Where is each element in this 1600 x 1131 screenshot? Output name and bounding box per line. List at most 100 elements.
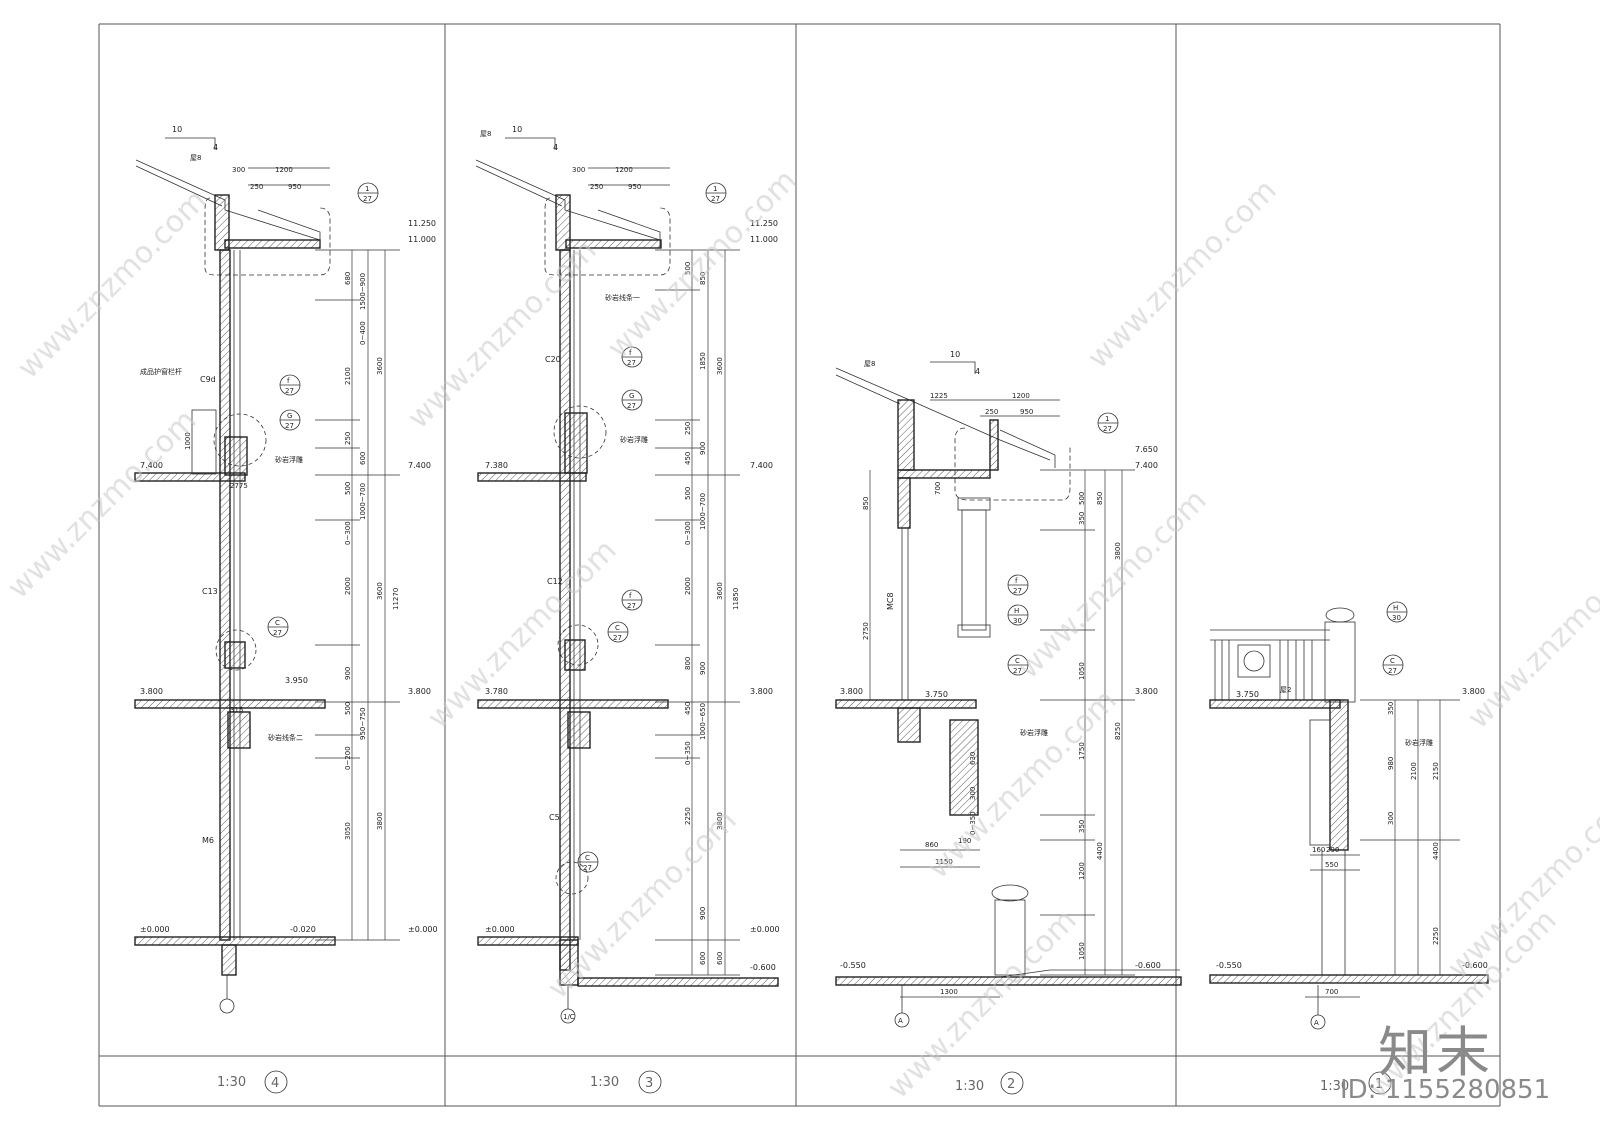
callout-top: C (1390, 657, 1395, 665)
dimension-label: 1200 (1078, 862, 1086, 880)
dimension-label: 550 (1325, 861, 1338, 869)
elevation-label: -0.600 (1462, 961, 1488, 970)
dimension-label: 250 (344, 432, 352, 445)
roof-type-label: 屋8 (480, 130, 491, 138)
dimension-label: 2000 (344, 577, 352, 595)
dimension-label: 3600 (716, 357, 724, 375)
dimension-label: 850 (699, 272, 707, 285)
dimension-label: 315 (230, 706, 243, 714)
dimension-label: 1850 (699, 352, 707, 370)
section-number-circle (1000, 1071, 1024, 1095)
watermark-text: www.znzmo.com (1461, 533, 1600, 736)
dimension-label: 600 (359, 452, 367, 465)
dimension-label: 850 (1096, 492, 1104, 505)
dimension-label: 1050 (1078, 662, 1086, 680)
elevation-label: 3.750 (925, 690, 948, 699)
dimension-label: 300 (572, 166, 585, 174)
callout-bottom: 27 (273, 629, 282, 637)
elevation-label: 3.800 (1135, 687, 1158, 696)
dimension-label: 0~300 (684, 521, 692, 545)
elevation-label: 11.000 (750, 235, 778, 244)
dimension-label: 2000 (684, 577, 692, 595)
callout-bottom: 27 (285, 422, 294, 430)
dimension-label: 2250 (1432, 927, 1440, 945)
dimension-label: 4400 (1096, 842, 1104, 860)
slope-label: 4 (975, 367, 980, 376)
dimension-label: 500 (684, 262, 692, 275)
dimension-label: 1500~900 (359, 273, 367, 310)
elevation-label: -0.020 (290, 925, 316, 934)
dimension-label: 1000 (184, 432, 192, 450)
dimension-label: 800 (684, 657, 692, 670)
dimension-label: 11270 (392, 588, 400, 610)
slope-label: 10 (950, 350, 960, 359)
dimension-label: 500 (684, 487, 692, 500)
slope-label: 10 (512, 125, 522, 134)
dimension-label: 300 (969, 787, 977, 800)
watermark-layer: www.znzmo.com www.znzmo.com www.znzmo.co… (1, 163, 1600, 1106)
elevation-label: -0.600 (750, 963, 776, 972)
detail-callout: f 27 (279, 374, 301, 396)
sheet-frame (98, 23, 1501, 1107)
section-number: 1 (1375, 1077, 1383, 1092)
callout-bottom: 27 (1013, 587, 1022, 595)
dimension-label: 600 (699, 952, 707, 965)
dimension-label: 3050 (344, 822, 352, 840)
annotation-note: 成品护窗栏杆 (140, 367, 182, 376)
detail-callout: f 27 (621, 589, 643, 611)
section-panel-3 (475, 137, 779, 1024)
axis-label: 1/C (563, 1013, 575, 1021)
callout-bottom: 30 (1013, 617, 1022, 625)
callout-bottom: 27 (711, 195, 720, 203)
panel-1-labels: 3.750 3.800 -0.550 -0.600 砂岩浮雕 屋2 350 98… (1216, 601, 1488, 1095)
callout-top: f (629, 349, 632, 357)
watermark-text: www.znzmo.com (1011, 483, 1214, 686)
dimension-label: 2250 (684, 807, 692, 825)
dimension-label: 300 (232, 166, 245, 174)
window-code: C12 (547, 577, 563, 586)
watermark-text: www.znzmo.com (401, 233, 604, 436)
window-code: C9d (200, 375, 216, 384)
watermark-text: www.znzmo.com (881, 903, 1084, 1106)
dimension-label: 500 (1078, 492, 1086, 505)
dimension-label: 250 (684, 422, 692, 435)
dimension-label: 3600 (716, 582, 724, 600)
callout-top: G (287, 412, 292, 420)
dimension-label: 1000~650 (699, 703, 707, 740)
annotation-note: 砂岩浮雕 (275, 455, 303, 464)
detail-callout: H 30 (1007, 604, 1029, 626)
callout-top: 1 (1105, 415, 1109, 423)
section-number: 2 (1007, 1077, 1015, 1092)
dimension-label: 900 (699, 907, 707, 920)
annotation-note: 砂岩浮雕 (620, 435, 648, 444)
scale-label: 1:30 (590, 1075, 619, 1090)
annotation-note: 砂岩浮雕 (1405, 738, 1433, 747)
detail-callout: 1 27 (705, 182, 727, 204)
callout-bottom: 27 (1013, 667, 1022, 675)
detail-callout: C 27 (607, 621, 629, 643)
dimension-label: 3800 (1114, 542, 1122, 560)
slope-label: 4 (553, 143, 558, 152)
callout-bottom: 27 (583, 864, 592, 872)
dimension-label: 450 (684, 452, 692, 465)
detail-callout: f 27 (621, 346, 643, 368)
door-code: MC8 (886, 592, 895, 610)
panel-3-labels: 10 4 屋8 300 1200 250 950 11.250 11.000 7… (480, 125, 780, 1094)
elevation-label: ±0.000 (408, 925, 438, 934)
dimension-label: 300 (1387, 812, 1395, 825)
elevation-label: 3.800 (140, 687, 163, 696)
elevation-label: ±0.000 (140, 925, 170, 934)
annotation-note: 砂岩浮雕 (1020, 728, 1048, 737)
scale-label: 1:30 (217, 1075, 246, 1090)
detail-callout: G 27 (279, 409, 301, 431)
dimension-label: 250 (590, 183, 603, 191)
dimension-label: 1200 (1012, 392, 1030, 400)
elevation-label: 11.000 (408, 235, 436, 244)
elevation-label: ±0.000 (485, 925, 515, 934)
window-code: C20 (545, 355, 561, 364)
callout-top: C (275, 619, 280, 627)
panel-2-labels: 10 4 屋8 1225 1200 250 950 7.650 7.400 3.… (840, 350, 1161, 1095)
callout-top: C (585, 854, 590, 862)
dimension-label: 900 (344, 667, 352, 680)
